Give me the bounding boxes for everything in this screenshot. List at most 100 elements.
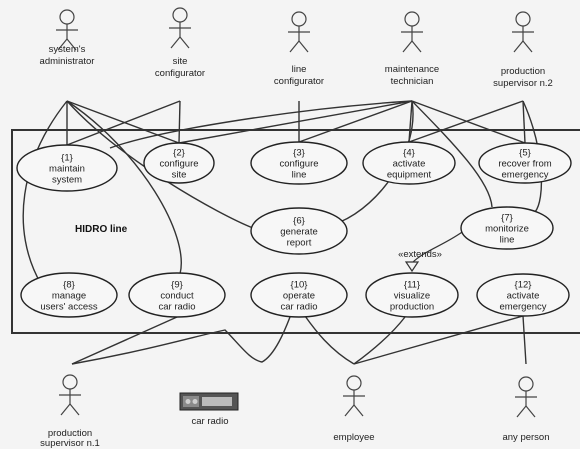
use-case-ellipse — [250, 272, 348, 318]
use-case-uc9-text-0: {9} — [171, 280, 183, 291]
use-case-uc11-text-1: visualize — [394, 291, 430, 302]
association-prod-sup-1-uc10 — [71, 316, 291, 365]
use-case-uc2-text-1: configure — [159, 159, 198, 170]
stick-figure-icon — [512, 11, 534, 53]
use-case-uc10-text-0: {10} — [291, 280, 308, 291]
association-maint-tech-uc7 — [411, 100, 493, 208]
use-case-ellipse — [250, 207, 348, 255]
system-label: HIDRO line — [75, 224, 128, 235]
use-case-uc11-text-0: {11} — [404, 280, 420, 291]
association-employee-uc12 — [353, 315, 524, 365]
use-case-uc8-text-1: manage — [52, 291, 86, 302]
use-case-uc10-text-2: car radio — [281, 302, 318, 313]
association-sysadmin-uc2 — [66, 100, 180, 144]
actor-site-config-label-1: configurator — [155, 68, 205, 79]
association-maint-tech-uc2 — [178, 100, 413, 144]
use-case-uc2-text-2: site — [172, 170, 187, 181]
use-case-uc4-text-1: activate — [393, 159, 426, 170]
extends-label: «extends» — [398, 249, 442, 260]
association-prod-sup-1-uc9 — [71, 316, 178, 365]
actor-prod-sup-2-label-1: supervisor n.2 — [493, 78, 553, 89]
use-case-uc5-text-1: recover from — [498, 159, 551, 170]
use-case-uc3-text-1: configure — [279, 159, 318, 170]
stick-figure-icon — [56, 9, 78, 51]
association-sysadmin-uc9 — [66, 100, 182, 275]
association-maint-tech-uc5 — [411, 100, 526, 144]
actor-sysadmin-label-1: administrator — [40, 56, 95, 67]
use-case-uc7-text-1: monitorize — [485, 224, 529, 235]
use-case-ellipse — [362, 141, 456, 185]
use-case-uc9-text-2: car radio — [159, 302, 196, 313]
actor-car-radio-label-0: car radio — [192, 416, 229, 427]
actor-car-radio: car radio — [179, 392, 239, 427]
use-case-ellipse — [143, 142, 215, 184]
extends-arrow — [411, 229, 466, 264]
use-case-uc6-text-1: generate — [280, 227, 318, 238]
association-maint-tech-uc4 — [408, 100, 413, 143]
use-case-ellipse — [365, 272, 459, 318]
use-case-uc7-text-2: line — [500, 235, 515, 246]
actor-site-config-label-0: site — [173, 56, 188, 67]
use-case-uc1-text-1: maintain — [49, 164, 85, 175]
use-case-ellipse — [478, 142, 572, 184]
use-case-uc1-text-0: {1} — [61, 153, 73, 164]
use-case-uc7-text-0: {7} — [501, 213, 513, 224]
use-case-uc12-text-2: emergency — [500, 302, 547, 313]
use-case-ellipse — [16, 144, 118, 192]
stick-figure-icon — [59, 374, 81, 416]
association-employee-uc11 — [353, 316, 406, 365]
system-boundary — [11, 129, 580, 334]
use-case-ellipse — [476, 273, 570, 317]
actor-employee-label-0: employee — [333, 432, 374, 443]
association-site-config-uc1 — [66, 100, 181, 146]
use-case-uc1-text-2: system — [52, 175, 82, 186]
use-case-uc10-text-1: operate — [283, 291, 315, 302]
use-case-ellipse — [460, 206, 554, 250]
actor-prod-sup-1-label-1: supervisor n.1 — [40, 438, 100, 449]
use-case-uc8-text-2: users' access — [40, 302, 98, 313]
use-case-uc3-text-0: {3} — [293, 148, 305, 159]
association-maint-tech-uc1 — [109, 100, 413, 149]
actor-any-person-label-0: any person — [502, 432, 549, 443]
actor-sysadmin-label-0: system's — [49, 44, 86, 55]
use-case-uc2-text-0: {2} — [173, 148, 185, 159]
actor-line-config-label-0: line — [292, 64, 307, 75]
use-case-uc6-text-2: report — [287, 238, 312, 249]
actor-any-person: any person — [502, 376, 550, 443]
use-case-uc12-text-0: {12} — [515, 280, 532, 291]
use-case-uc9-text-1: conduct — [160, 291, 194, 302]
use-case-uc11-text-2: production — [390, 302, 434, 313]
use-case-uc4-text-0: {4} — [403, 148, 415, 159]
use-case-uc4-text-2: equipment — [387, 170, 432, 181]
stick-figure-icon — [515, 376, 537, 418]
actor-maint-tech-label-0: maintenance — [385, 64, 439, 75]
association-sysadmin-uc8 — [22, 100, 68, 285]
car-radio-device-icon — [179, 392, 239, 411]
use-case-uc5-text-0: {5} — [519, 148, 531, 159]
association-any-person-uc12 — [522, 315, 527, 365]
use-case-uc3-text-2: line — [292, 170, 307, 181]
use-case-ellipse — [128, 272, 226, 318]
use-case-ellipse — [20, 272, 118, 318]
stick-figure-icon — [169, 7, 191, 49]
association-employee-uc10 — [304, 315, 355, 365]
